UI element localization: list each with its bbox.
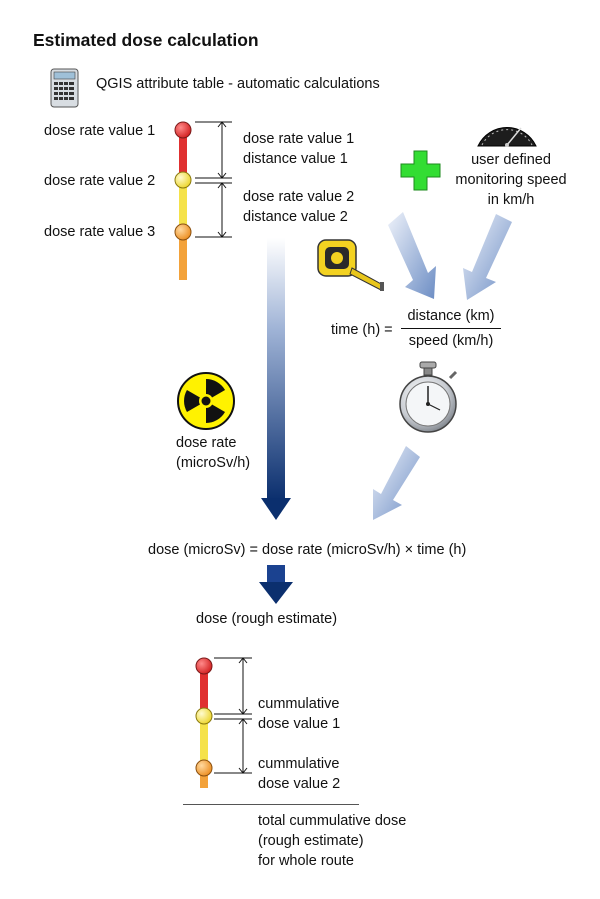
plus-icon — [400, 150, 441, 191]
cumulative1-line1: cummulative — [258, 696, 340, 712]
time-formula-numerator: distance (km) — [407, 308, 495, 324]
time-formula-denominator: speed (km/h) — [408, 333, 494, 349]
speed-label-line2: monitoring speed — [455, 172, 567, 188]
sum-rule — [183, 804, 359, 805]
segment-brackets-top — [195, 121, 232, 238]
route-point-label-1: dose rate value 1 — [44, 123, 156, 139]
stopwatch-icon — [399, 361, 458, 433]
route-bottom — [195, 657, 213, 788]
total-label-line2: (rough estimate) — [258, 833, 364, 849]
dose-estimate-label: dose (rough estimate) — [196, 611, 338, 627]
cumulative1-line2: dose value 1 — [258, 716, 341, 732]
dose-rate-label-line2: (microSv/h) — [176, 455, 251, 471]
arrow-dose-down — [259, 565, 293, 604]
route-point-label-3: dose rate value 3 — [44, 224, 156, 240]
arrow-time-to-dose — [373, 446, 420, 520]
dose-formula: dose (microSv) = dose rate (microSv/h) ×… — [148, 542, 467, 558]
diagram-title: Estimated dose calculation — [33, 30, 259, 50]
fraction-line — [401, 328, 501, 329]
segment-brackets-bottom — [214, 657, 252, 774]
arrow-speed-to-time — [463, 214, 512, 300]
radiation-icon — [177, 372, 235, 430]
route-point-orange — [195, 759, 213, 777]
calculator-icon — [50, 68, 79, 108]
segment1-line2: distance value 1 — [243, 151, 348, 167]
route-point-red — [195, 657, 213, 675]
dose-rate-label-line1: dose rate — [176, 435, 237, 451]
cumulative2-line1: cummulative — [258, 756, 340, 772]
arrow-distance-to-time — [388, 212, 436, 299]
arrow-dose-rate-down — [261, 238, 291, 520]
total-label-line3: for whole route — [258, 853, 354, 869]
qgis-label: QGIS attribute table - automatic calcula… — [96, 76, 380, 92]
route-point-label-2: dose rate value 2 — [44, 173, 156, 189]
route-point-yellow — [195, 707, 213, 725]
time-formula-lhs: time (h) = — [331, 322, 393, 338]
route-point-orange — [174, 223, 192, 241]
segment1-line1: dose rate value 1 — [243, 131, 355, 147]
cumulative2-line2: dose value 2 — [258, 776, 341, 792]
tape-measure-icon — [317, 239, 384, 291]
speed-label-line3: in km/h — [487, 192, 535, 208]
route-point-red — [174, 121, 192, 139]
speedometer-icon — [477, 127, 537, 147]
total-label-line1: total cummulative dose — [258, 813, 407, 829]
route-point-yellow — [174, 171, 192, 189]
segment2-line1: dose rate value 2 — [243, 189, 355, 205]
speed-label-line1: user defined — [471, 152, 551, 168]
segment2-line2: distance value 2 — [243, 209, 348, 225]
route-top — [174, 121, 192, 280]
